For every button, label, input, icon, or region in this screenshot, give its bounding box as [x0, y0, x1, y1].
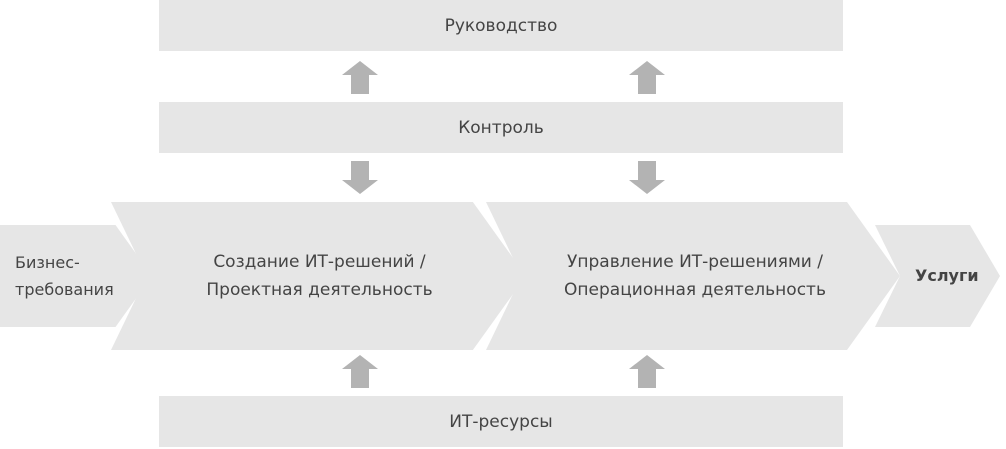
solution-management-label: Управление ИТ-решениями / Операционная д… — [564, 252, 826, 300]
solution-management-stage: Управление ИТ-решениями / Операционная д… — [486, 202, 900, 350]
arrow-up-icon — [342, 355, 378, 388]
control-label: Контроль — [458, 117, 544, 138]
business-requirements-label: Бизнес- требования — [15, 253, 114, 299]
arrow-up-icon — [629, 61, 665, 94]
control-bar: Контроль — [159, 102, 843, 153]
governance-label: Руководство — [444, 15, 558, 36]
arrow-down-icon — [342, 161, 378, 194]
arrow-down-icon — [629, 161, 665, 194]
solution-creation-label: Создание ИТ-решений / Проектная деятельн… — [206, 252, 433, 300]
business-requirements-shape: Бизнес- требования — [0, 225, 152, 327]
it-resources-label: ИТ-ресурсы — [449, 411, 553, 432]
arrow-up-icon — [629, 355, 665, 388]
arrow-up-icon — [342, 61, 378, 94]
it-resources-bar: ИТ-ресурсы — [159, 396, 843, 447]
solution-creation-stage: Создание ИТ-решений / Проектная деятельн… — [111, 202, 526, 350]
services-label: Услуги — [915, 266, 979, 285]
governance-bar: Руководство — [159, 0, 843, 51]
